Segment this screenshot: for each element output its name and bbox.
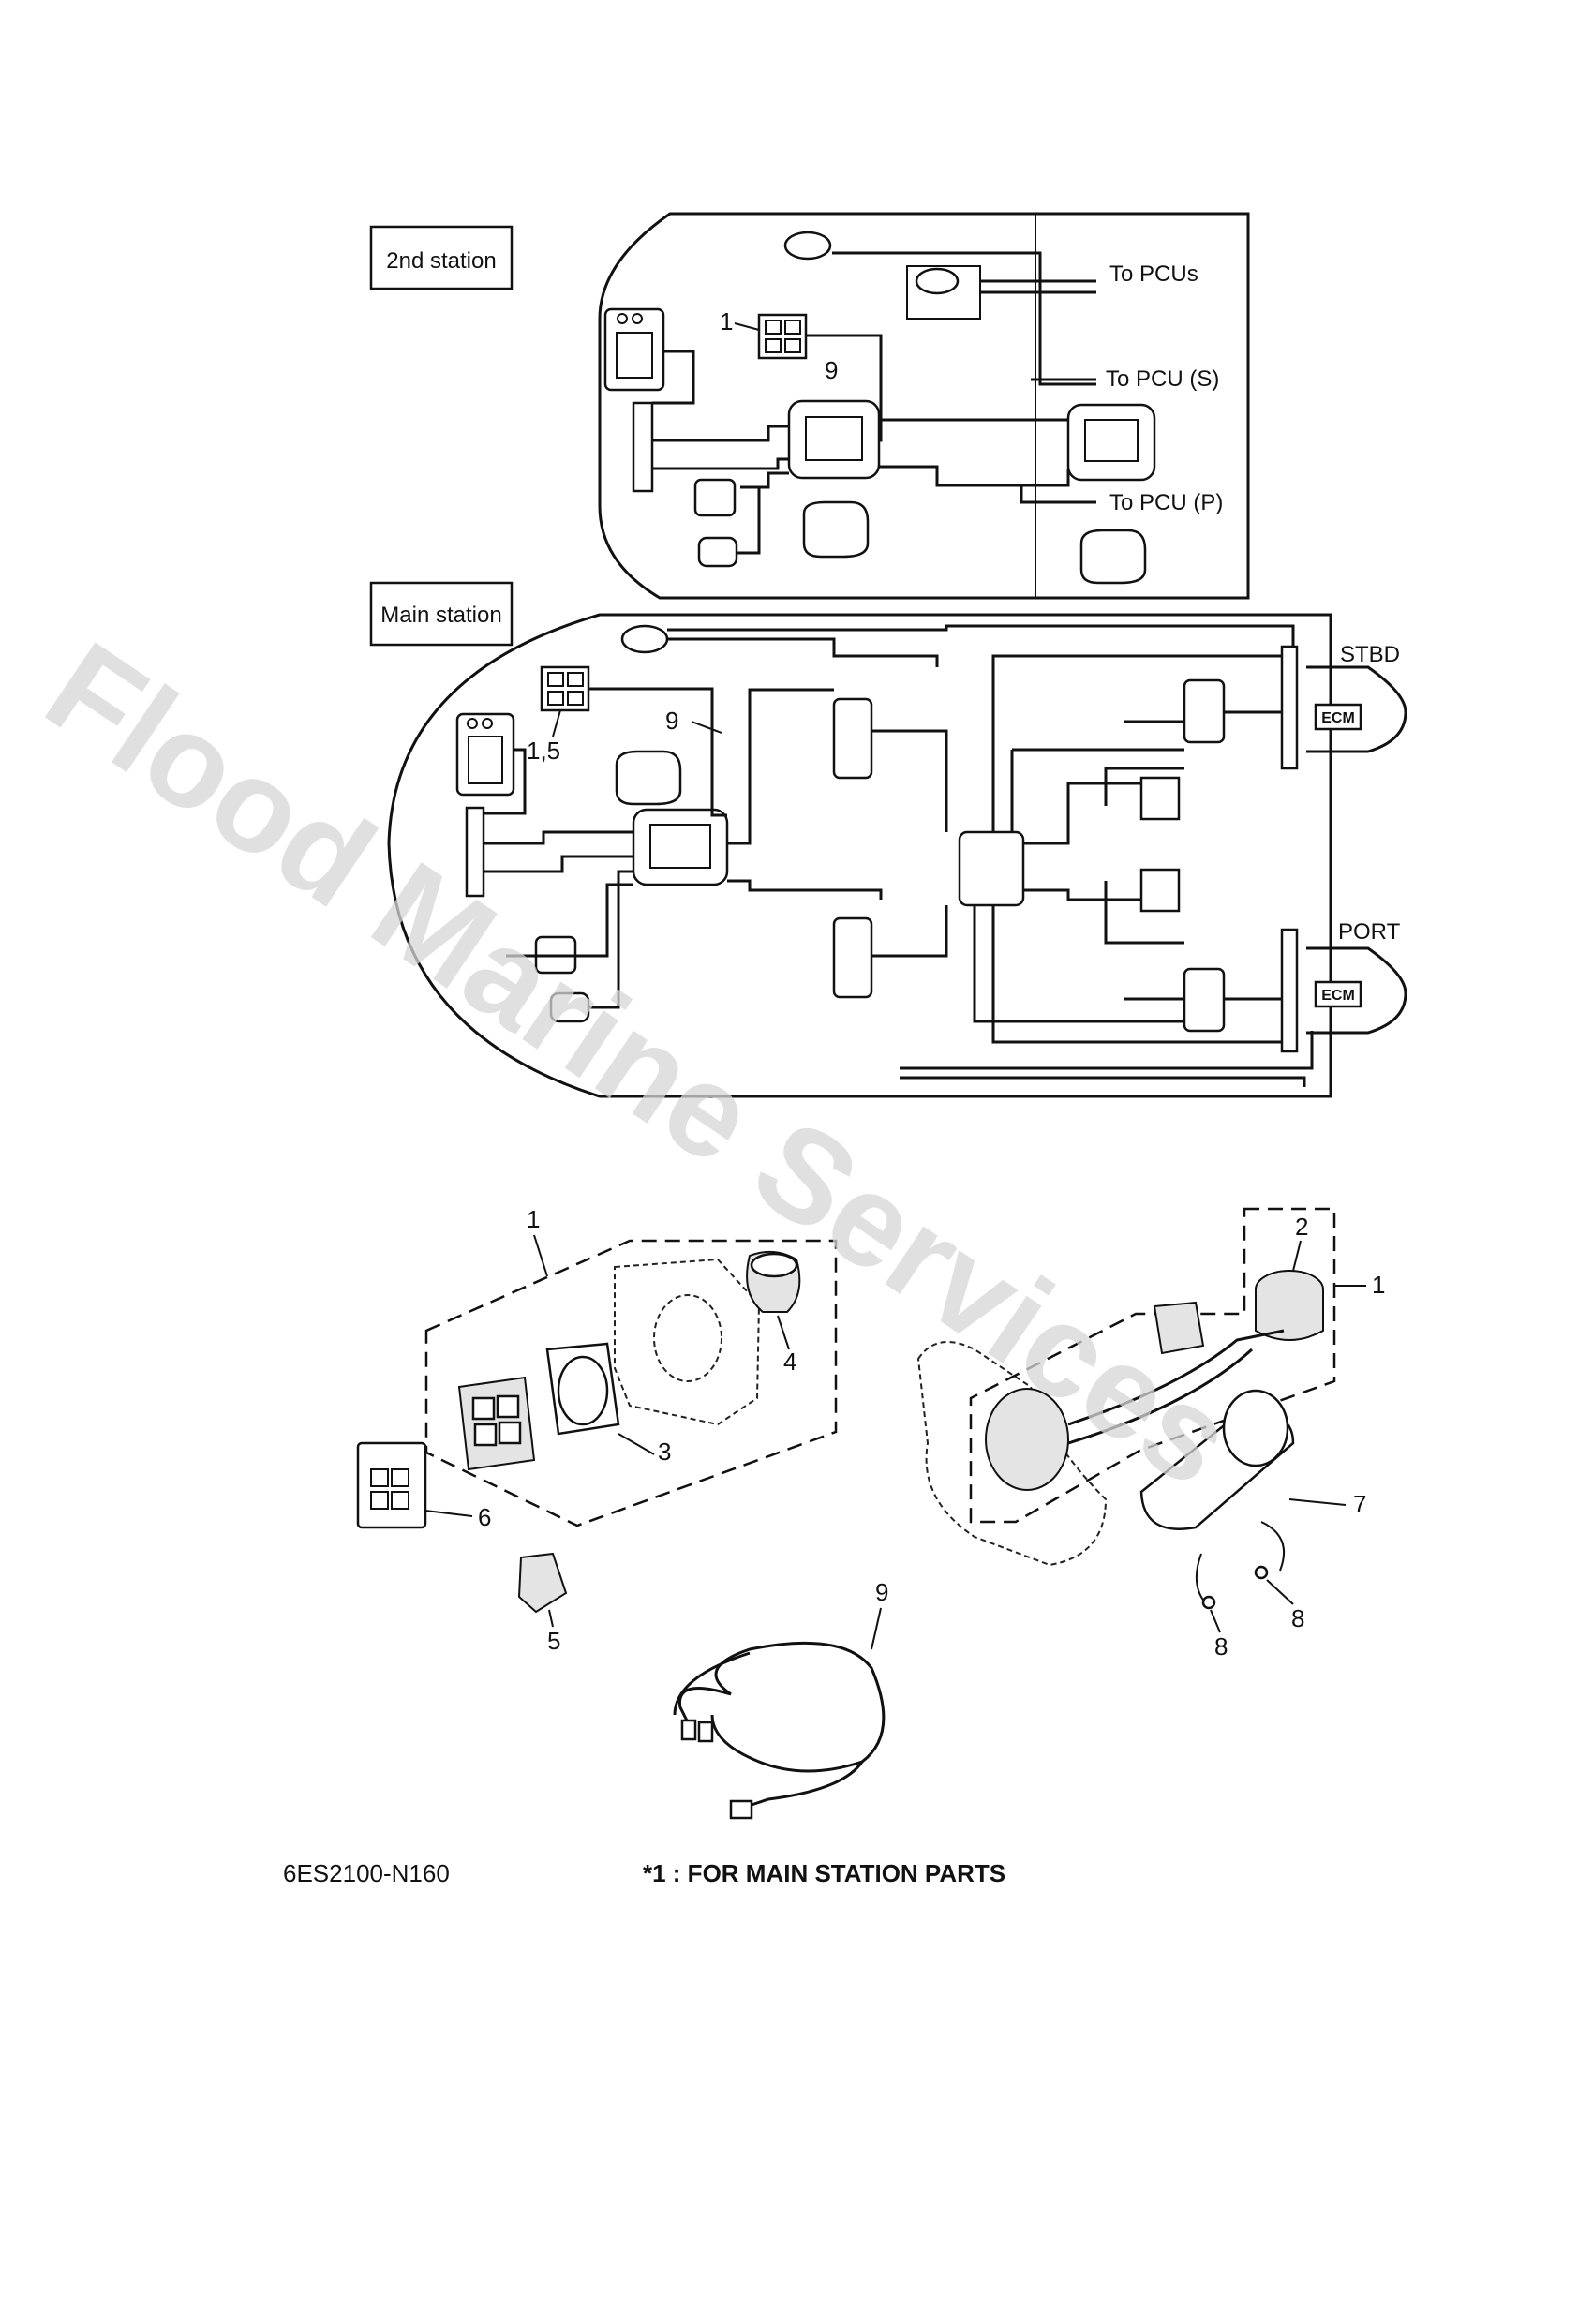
second-station-label-box — [369, 225, 514, 290]
second-station-display-unit — [603, 307, 665, 392]
callout-9-main-station: 9 — [665, 707, 678, 735]
second-station-buzzer — [693, 478, 737, 517]
port-engine-outline — [1306, 946, 1407, 1035]
key-fob-part-5 — [517, 1552, 568, 1614]
main-station-relay-bottom — [832, 916, 873, 999]
callout-7: 7 — [1353, 1490, 1366, 1518]
second-station-label: 2nd station — [386, 248, 496, 274]
main-station-key-switch — [620, 624, 669, 654]
battery-top — [1139, 776, 1181, 821]
second-station-hull-outline — [598, 212, 1250, 600]
main-station-hub — [632, 808, 729, 886]
to-pcus-label: To PCUs — [1109, 261, 1198, 287]
second-station-terminal-strip — [632, 401, 654, 493]
stbd-terminal — [1280, 645, 1299, 770]
second-station-switch-panel — [757, 313, 808, 360]
second-station-key-switch-2 — [915, 267, 960, 295]
main-station-terminal-strip — [465, 806, 485, 898]
wire-harness-part-9 — [710, 1641, 886, 1773]
receiver-body — [985, 1388, 1069, 1491]
main-station-label: Main station — [380, 603, 501, 628]
second-station-control-lever — [802, 500, 870, 559]
callout-4: 4 — [783, 1348, 796, 1376]
battery-bottom — [1139, 868, 1181, 913]
connector-plug — [1153, 1301, 1205, 1355]
exploded-parts-view: 1 2 1 3 4 6 5 7 8 8 9 — [356, 1205, 1385, 1820]
clip-part-8-right — [1260, 1521, 1285, 1572]
port-label: PORT — [1338, 919, 1401, 945]
callout-9-second-station: 9 — [825, 356, 838, 384]
stbd-ecm-box — [1314, 703, 1362, 731]
second-station-connector — [697, 536, 738, 568]
main-station-display-unit — [455, 712, 515, 797]
main-station-control-lever — [615, 750, 682, 806]
callout-1-second-station: 1 — [720, 307, 733, 335]
main-station-switch-panel — [540, 665, 590, 712]
second-station-hub-left — [787, 399, 881, 480]
callout-1-left: 1 — [527, 1205, 540, 1233]
port-ecm-box — [1314, 980, 1362, 1008]
stbd-engine-outline — [1306, 665, 1407, 753]
to-pcu-p-label: To PCU (P) — [1109, 490, 1223, 515]
stbd-label: STBD — [1340, 642, 1400, 667]
main-station-parts-note: *1 : FOR MAIN STATION PARTS — [643, 1859, 1005, 1887]
main-station-junction-box — [958, 830, 1025, 907]
mounting-plate — [916, 1341, 1108, 1567]
callout-2: 2 — [1295, 1213, 1308, 1241]
callout-1-5-main-station: 1,5 — [527, 737, 560, 765]
callout-9-harness: 9 — [875, 1578, 888, 1606]
stbd-engine-relay — [1183, 678, 1226, 744]
port-terminal — [1280, 928, 1299, 1053]
second-station-control-lever-right — [1079, 529, 1147, 585]
gasket-plate — [614, 1258, 761, 1426]
main-station-label-box — [369, 581, 514, 647]
callout-6: 6 — [478, 1503, 491, 1531]
callout-3: 3 — [658, 1438, 671, 1466]
second-station-diagram: 2nd station 1 9 — [369, 212, 1250, 600]
callout-5: 5 — [547, 1627, 560, 1655]
second-station-hub-right — [1066, 403, 1156, 482]
callout-1-right: 1 — [1372, 1271, 1385, 1299]
diagram-code: 6ES2100-N160 — [283, 1859, 450, 1887]
second-station-key-switch — [783, 231, 832, 261]
main-station-relay-top — [832, 697, 873, 780]
callout-8-left: 8 — [1214, 1632, 1228, 1661]
callout-8-right: 8 — [1291, 1604, 1304, 1632]
port-ecm-label: ECM — [1321, 988, 1355, 1004]
clip-part-8-left — [1195, 1553, 1206, 1603]
stbd-ecm-label: ECM — [1321, 710, 1355, 726]
to-pcu-s-label: To PCU (S) — [1106, 366, 1219, 392]
port-engine-relay — [1183, 967, 1226, 1033]
main-station-diagram: Main station ECM STBD ECM PORT 1,5 9 — [369, 581, 1407, 1098]
main-station-hull-outline — [387, 613, 1332, 1098]
